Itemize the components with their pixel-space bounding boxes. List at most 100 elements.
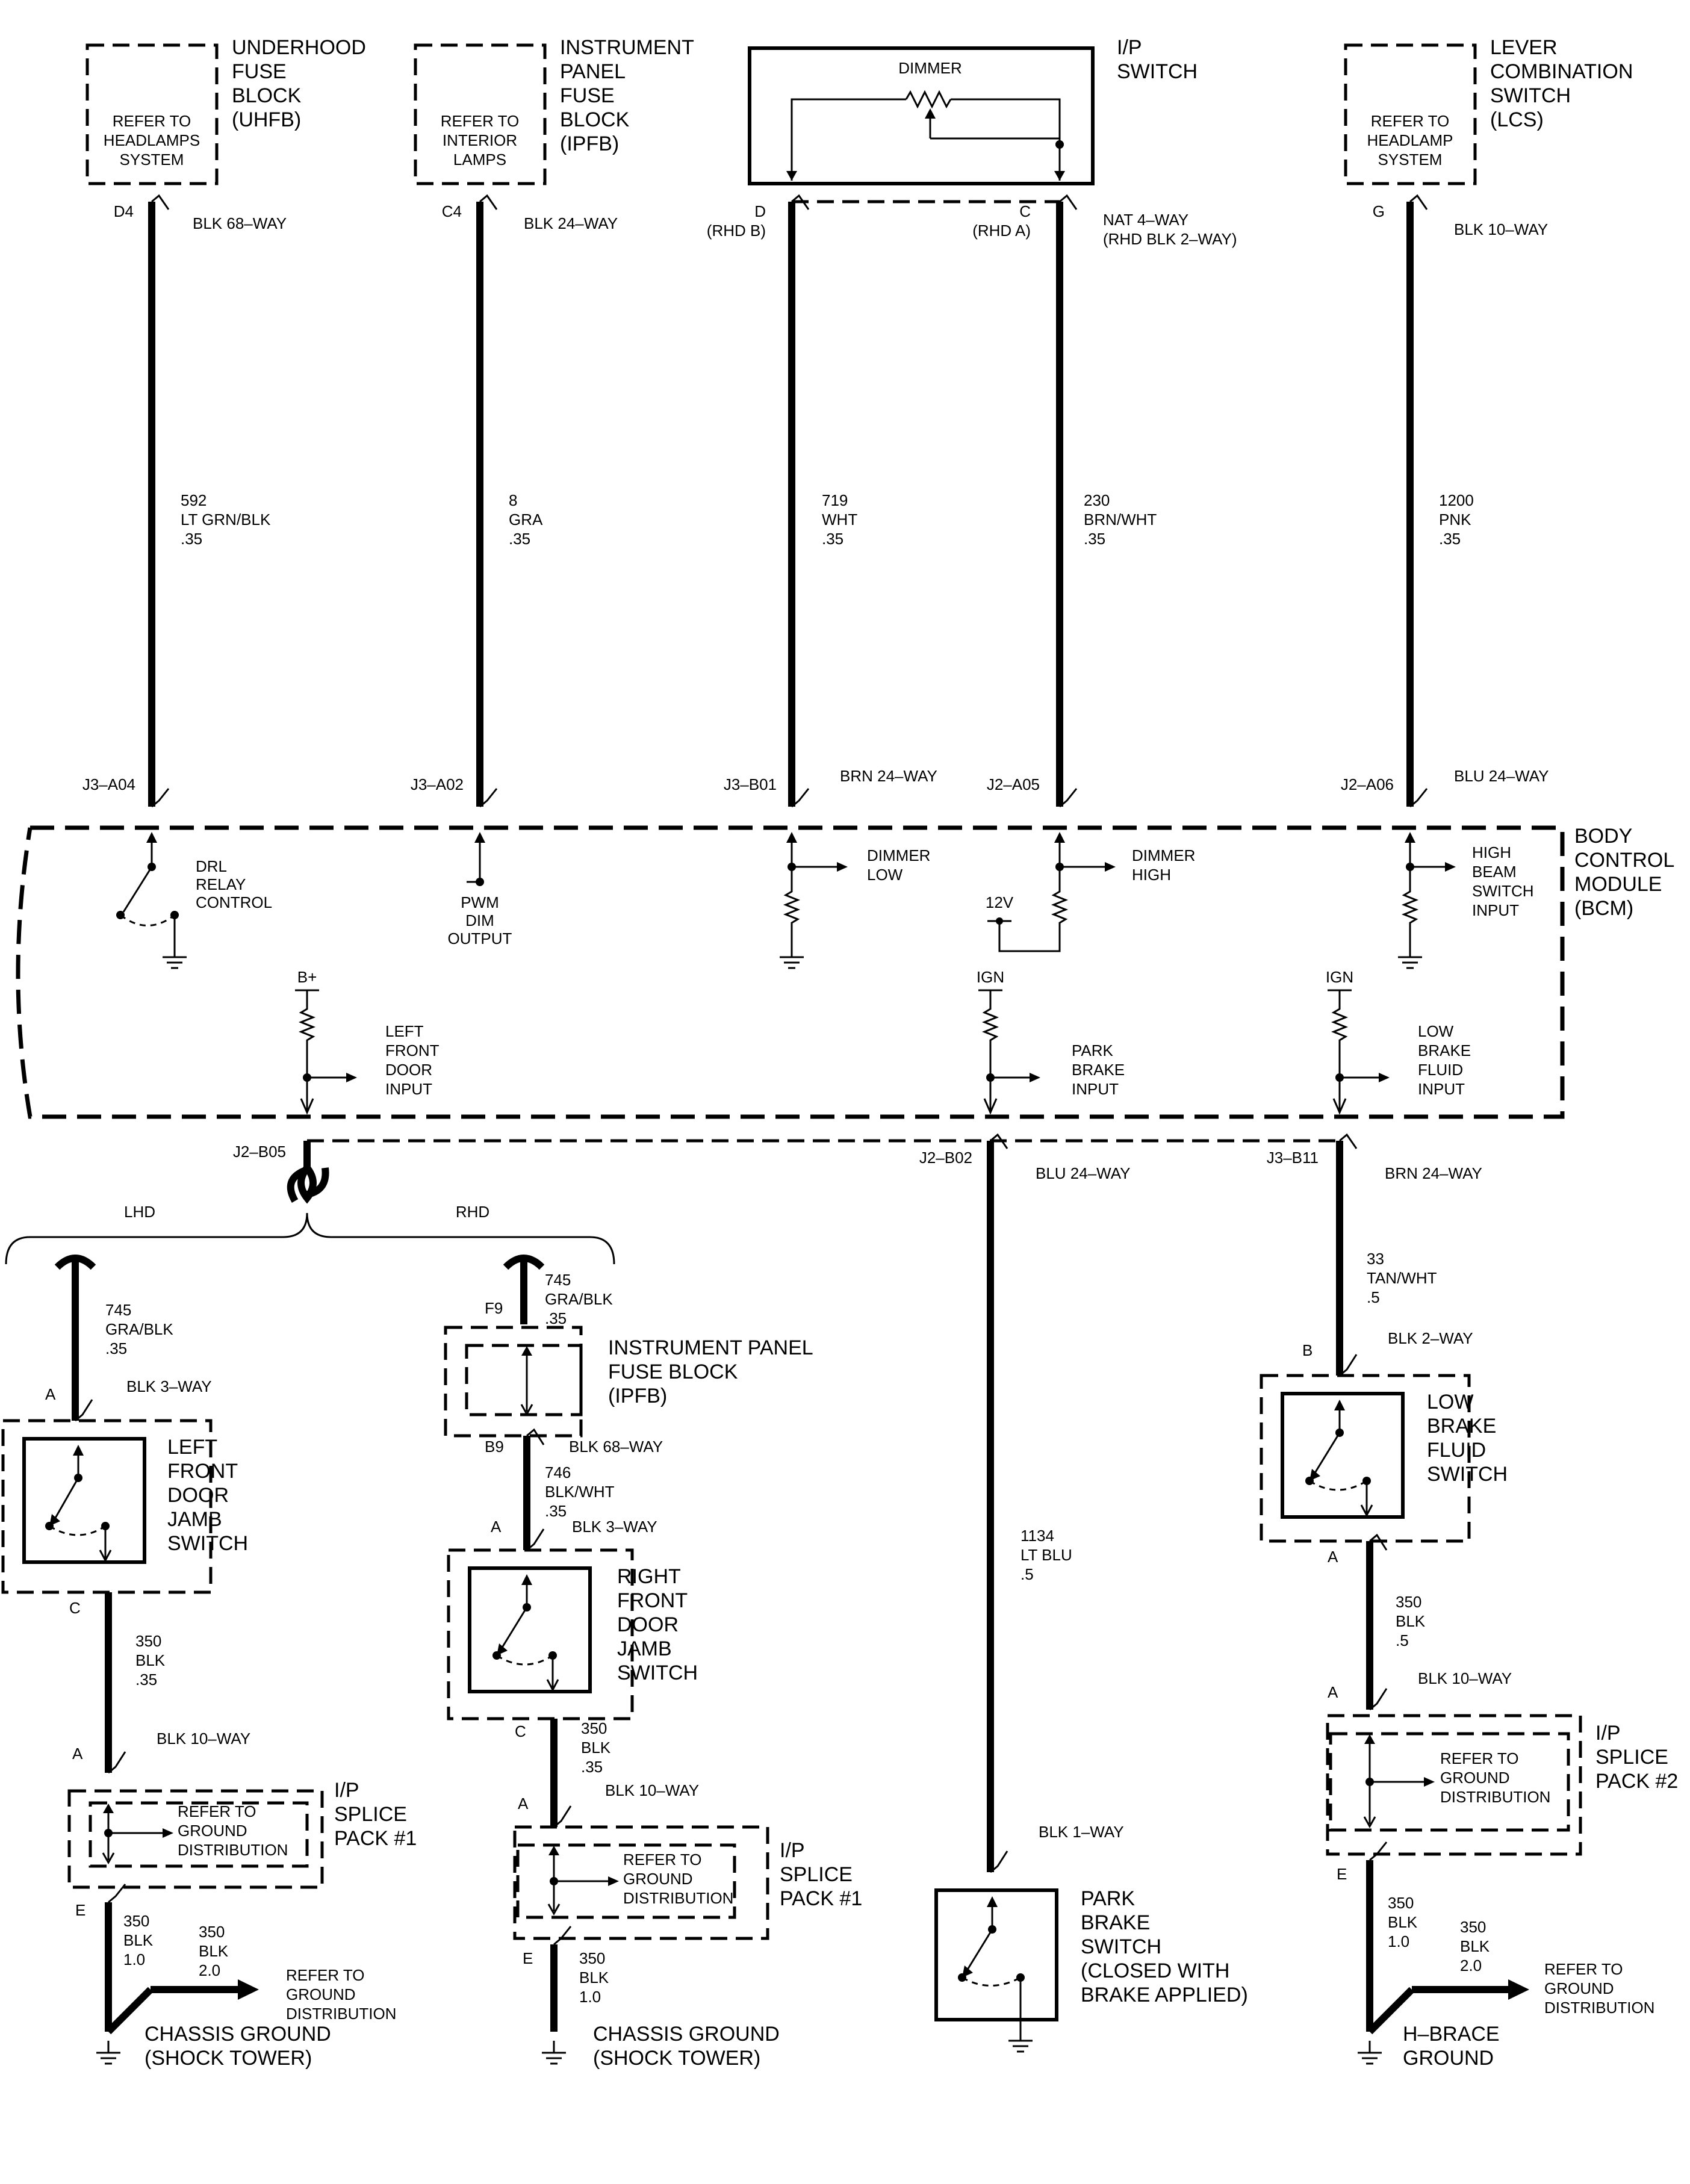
spl1l-ref-2: GROUND bbox=[178, 1822, 247, 1840]
ipfb-title-3: FUSE bbox=[560, 84, 615, 107]
conn-rf-blk68: BLK 68–WAY bbox=[569, 1438, 663, 1456]
pin-d4: D4 bbox=[114, 202, 134, 220]
w230-3: .35 bbox=[1084, 530, 1105, 548]
pin-lb-a: A bbox=[1328, 1548, 1338, 1566]
drl-3: CONTROL bbox=[196, 893, 272, 911]
dimmer-high-1: DIMMER bbox=[1132, 846, 1195, 864]
w1200-3: .35 bbox=[1439, 530, 1461, 548]
dimmer-low-2: LOW bbox=[867, 866, 903, 884]
uhfb-title-1: UNDERHOOD bbox=[232, 36, 366, 59]
conn-lf-blk3: BLK 3–WAY bbox=[126, 1377, 212, 1395]
ipfb-mid-2: FUSE BLOCK bbox=[608, 1360, 738, 1383]
hbrace-2: GROUND bbox=[1403, 2047, 1494, 2070]
conn-blu24: BLU 24–WAY bbox=[1454, 767, 1549, 785]
lcs-title-2: COMBINATION bbox=[1490, 60, 1633, 83]
w230-1: 230 bbox=[1084, 491, 1110, 509]
ip-switch-title-2: SWITCH bbox=[1117, 60, 1198, 83]
hbrace-1: H–BRACE bbox=[1403, 2023, 1500, 2046]
lbi-3: FLUID bbox=[1418, 1061, 1463, 1079]
hb-3: SWITCH bbox=[1472, 882, 1534, 900]
w746-3: .35 bbox=[545, 1502, 567, 1520]
lhd: LHD bbox=[124, 1203, 155, 1221]
w1134-3: .5 bbox=[1021, 1565, 1034, 1583]
pwm-1: PWM bbox=[461, 893, 499, 911]
w1200-1: 1200 bbox=[1439, 491, 1474, 509]
drl-2: RELAY bbox=[196, 875, 246, 893]
pin-lf-a: A bbox=[45, 1385, 56, 1403]
ref-gd-left-1: REFER TO bbox=[286, 1966, 365, 1984]
rf-jamb-1: RIGHT bbox=[617, 1565, 681, 1588]
ign1: IGN bbox=[977, 968, 1004, 986]
ip-switch: DIMMER I/P SWITCH bbox=[748, 36, 1198, 185]
lhd-left-door-circuit: 745 GRA/BLK .35 A BLK 3–WAY LEFT FRONT D… bbox=[1, 1255, 417, 2070]
pin-rhd-a: (RHD A) bbox=[972, 222, 1031, 240]
pwm-2: DIM bbox=[465, 911, 494, 929]
ipfb-title-1: INSTRUMENT bbox=[560, 36, 694, 59]
spl1m-title-1: I/P bbox=[780, 1839, 805, 1862]
conn-lcs: BLK 10–WAY bbox=[1454, 220, 1548, 238]
spl2-title-1: I/P bbox=[1595, 1722, 1621, 1745]
rf-jamb-2: FRONT bbox=[617, 1589, 688, 1612]
lbi-2: BRAKE bbox=[1418, 1041, 1471, 1059]
pin-d: D bbox=[754, 202, 766, 220]
dimmer-high-2: HIGH bbox=[1132, 866, 1171, 884]
spl2-ref-1: REFER TO bbox=[1440, 1749, 1519, 1767]
w719-1: 719 bbox=[822, 491, 848, 509]
w745a-1: 745 bbox=[105, 1301, 131, 1319]
lbs-3: FLUID bbox=[1427, 1439, 1486, 1462]
w350re20-1: 350 bbox=[1460, 1918, 1486, 1936]
w33-1: 33 bbox=[1367, 1250, 1384, 1268]
bcm-title-4: (BCM) bbox=[1574, 897, 1633, 920]
spl1m-ref-1: REFER TO bbox=[623, 1851, 702, 1869]
lcs-ref-3: SYSTEM bbox=[1378, 150, 1443, 169]
lf-jamb-3: DOOR bbox=[167, 1484, 229, 1507]
pin-rf-b9: B9 bbox=[485, 1438, 504, 1456]
w350me10-3: 1.0 bbox=[579, 1988, 601, 2006]
ign2: IGN bbox=[1326, 968, 1353, 986]
lbs-1: LOW bbox=[1427, 1391, 1473, 1413]
uhfb-title-3: BLOCK bbox=[232, 84, 302, 107]
lcs-title-3: SWITCH bbox=[1490, 84, 1571, 107]
rf-jamb-3: DOOR bbox=[617, 1613, 679, 1636]
hb-1: HIGH bbox=[1472, 843, 1511, 861]
w350le10-1: 350 bbox=[123, 1912, 149, 1930]
pin-rf-a: A bbox=[491, 1518, 502, 1536]
low-brake-fluid-circuit: J3–B11 BRN 24–WAY 33 TAN/WHT .5 B BLK 2–… bbox=[1260, 1133, 1678, 2070]
pin-lf-c: C bbox=[69, 1599, 81, 1617]
lf-jamb-2: FRONT bbox=[167, 1460, 238, 1483]
w1134-1: 1134 bbox=[1021, 1527, 1054, 1545]
lfd-1: LEFT bbox=[385, 1022, 424, 1040]
drl-1: DRL bbox=[196, 857, 227, 875]
lfd-4: INPUT bbox=[385, 1080, 432, 1098]
pin-rf-e: E bbox=[523, 1949, 533, 1967]
conn-ip-sw-1: NAT 4–WAY bbox=[1103, 211, 1188, 229]
pin-rf-c: C bbox=[515, 1722, 526, 1740]
w350lb-1: 350 bbox=[1396, 1593, 1421, 1611]
park-brake-circuit: J2–B02 BLU 24–WAY 1134 LT BLU .5 BLK 1–W… bbox=[919, 1133, 1248, 2053]
uhfb-title-2: FUSE bbox=[232, 60, 287, 83]
spl2-title-3: PACK #2 bbox=[1595, 1770, 1678, 1793]
w350me10-1: 350 bbox=[579, 1949, 605, 1967]
w719-2: WHT bbox=[822, 510, 857, 529]
pin-j2b05: J2–B05 bbox=[233, 1143, 286, 1161]
instrument-panel-fuse-block-top: REFER TO INTERIOR LAMPS INSTRUMENT PANEL… bbox=[414, 36, 694, 185]
dimmer-low-1: DIMMER bbox=[867, 846, 930, 864]
pin-j3b11: J3–B11 bbox=[1267, 1149, 1319, 1167]
ref-gd-right-2: GROUND bbox=[1544, 1979, 1614, 1997]
conn-pb-blk1: BLK 1–WAY bbox=[1039, 1823, 1124, 1841]
spl1m-ref-3: DISTRIBUTION bbox=[623, 1889, 733, 1907]
lbs-2: BRAKE bbox=[1427, 1415, 1496, 1438]
hb-2: BEAM bbox=[1472, 863, 1517, 881]
ref-gd-right-1: REFER TO bbox=[1544, 1960, 1623, 1978]
spl1l-ref-3: DISTRIBUTION bbox=[178, 1841, 288, 1859]
w592-3: .35 bbox=[181, 530, 202, 548]
conn-rf-blk10: BLK 10–WAY bbox=[605, 1781, 699, 1799]
pbs-3: SWITCH bbox=[1081, 1935, 1161, 1958]
ipfb-ref-1: REFER TO bbox=[441, 112, 520, 130]
w745b-3: .35 bbox=[545, 1309, 567, 1327]
pbi-3: INPUT bbox=[1072, 1080, 1119, 1098]
lf-jamb-4: JAMB bbox=[167, 1508, 222, 1531]
w746-1: 746 bbox=[545, 1463, 571, 1481]
uhfb-title-4: (UHFB) bbox=[232, 108, 301, 131]
v12: 12V bbox=[986, 893, 1014, 911]
